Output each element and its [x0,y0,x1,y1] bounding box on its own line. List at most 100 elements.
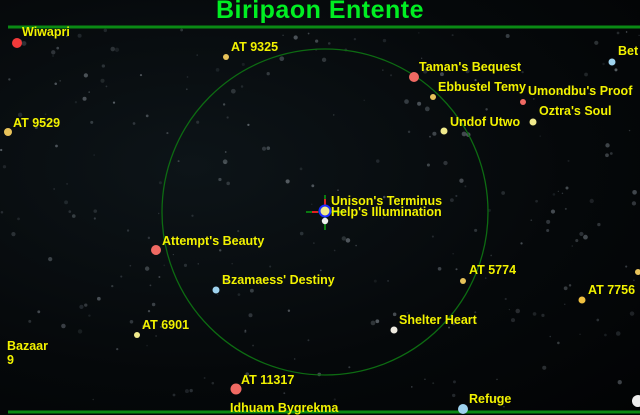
star-system[interactable]: Ebbustel Temy [430,80,526,100]
background-star [191,214,194,217]
background-star [307,32,310,35]
background-star [594,40,599,45]
background-star [490,254,493,257]
background-star [424,378,426,381]
background-star [218,177,222,182]
star-icon[interactable] [230,383,242,395]
star-icon[interactable] [608,58,616,66]
background-star [311,203,313,205]
star-system[interactable]: AT 7756 [578,283,636,304]
star-system[interactable]: Oztra's Soul [529,104,612,126]
background-star [64,200,69,205]
background-star [37,310,41,314]
star-system[interactable]: Shelter Heart [390,313,478,334]
star-system[interactable]: Refuge [458,392,511,414]
background-star [28,319,32,323]
background-star [116,347,119,351]
star-icon[interactable] [212,286,220,294]
background-star [53,188,55,190]
star-icon[interactable] [223,54,229,60]
star-system[interactable]: AT 9325 [223,40,278,60]
background-star [616,31,620,35]
background-star [567,159,570,162]
background-star [404,99,409,104]
background-star [443,160,448,166]
star-system[interactable]: Bet [608,44,639,66]
background-star [597,222,601,227]
background-star [283,392,286,395]
background-star [432,131,437,136]
star-system[interactable]: Undof Utwo [440,115,521,135]
background-star [244,330,247,333]
background-star [129,264,132,267]
background-star [563,286,568,291]
star-icon[interactable] [134,332,140,338]
star-system[interactable]: Attempt's Beauty [151,234,264,255]
background-star [564,207,567,210]
star-icon[interactable] [520,99,526,105]
background-star [132,122,136,125]
star-icon[interactable] [578,296,586,304]
background-star [508,308,511,311]
star-system[interactable]: Bzamaess' Destiny [212,273,335,294]
background-star [172,253,174,256]
background-star [231,262,233,265]
background-star [461,131,467,137]
background-star [494,396,498,400]
star-icon[interactable] [440,127,448,135]
background-star [485,108,488,111]
background-star [332,114,335,116]
star-icon[interactable] [430,94,436,100]
background-star [279,56,285,62]
star-system[interactable]: Bazaar [7,339,48,353]
current-star-icon [318,204,332,218]
background-star [185,88,188,91]
background-star [44,113,47,116]
background-star [55,144,58,148]
background-star [186,76,189,78]
star-system-label: 9 [7,353,14,367]
background-star [629,311,635,316]
star-icon[interactable] [529,118,537,126]
star-icon[interactable] [4,128,12,136]
background-star [542,365,547,370]
background-star [151,302,156,307]
background-star [337,189,339,192]
star-icon[interactable] [458,404,468,414]
background-star [266,146,271,150]
background-star [602,62,605,66]
star-system[interactable]: AT 6901 [134,318,189,338]
star-system[interactable]: 9 [7,353,14,367]
star-icon[interactable] [635,269,640,275]
background-star [452,253,454,255]
background-star [103,28,108,33]
star-icon[interactable] [12,38,22,48]
background-star [105,85,108,88]
background-star [146,344,148,347]
star-icon[interactable] [151,245,161,255]
current-system-marker[interactable]: Unison's Terminus Help's Illumination [306,194,442,230]
star-system[interactable]: AT 5774 [460,263,516,284]
background-star [61,323,66,329]
star-system[interactable]: AT 11317 [230,373,295,395]
star-icon[interactable] [409,72,419,82]
star-icon[interactable] [632,395,640,407]
background-star [93,209,98,213]
background-star [541,313,545,318]
star-system[interactable]: Wiwapri [12,25,70,48]
background-star [503,405,505,408]
star-system[interactable]: AT 9529 [4,116,60,136]
background-star [224,151,227,153]
star-system[interactable]: Taman's Bequest [409,60,522,82]
background-star [93,154,95,156]
background-star [319,269,322,272]
star-system[interactable]: Idhuam Bygrekma [230,401,339,415]
star-system[interactable]: Umondbu's Proof [520,84,633,105]
star-icon[interactable] [390,326,398,334]
background-star [101,64,106,68]
background-star [65,35,68,37]
star-icon[interactable] [460,278,466,284]
background-star [172,393,176,397]
